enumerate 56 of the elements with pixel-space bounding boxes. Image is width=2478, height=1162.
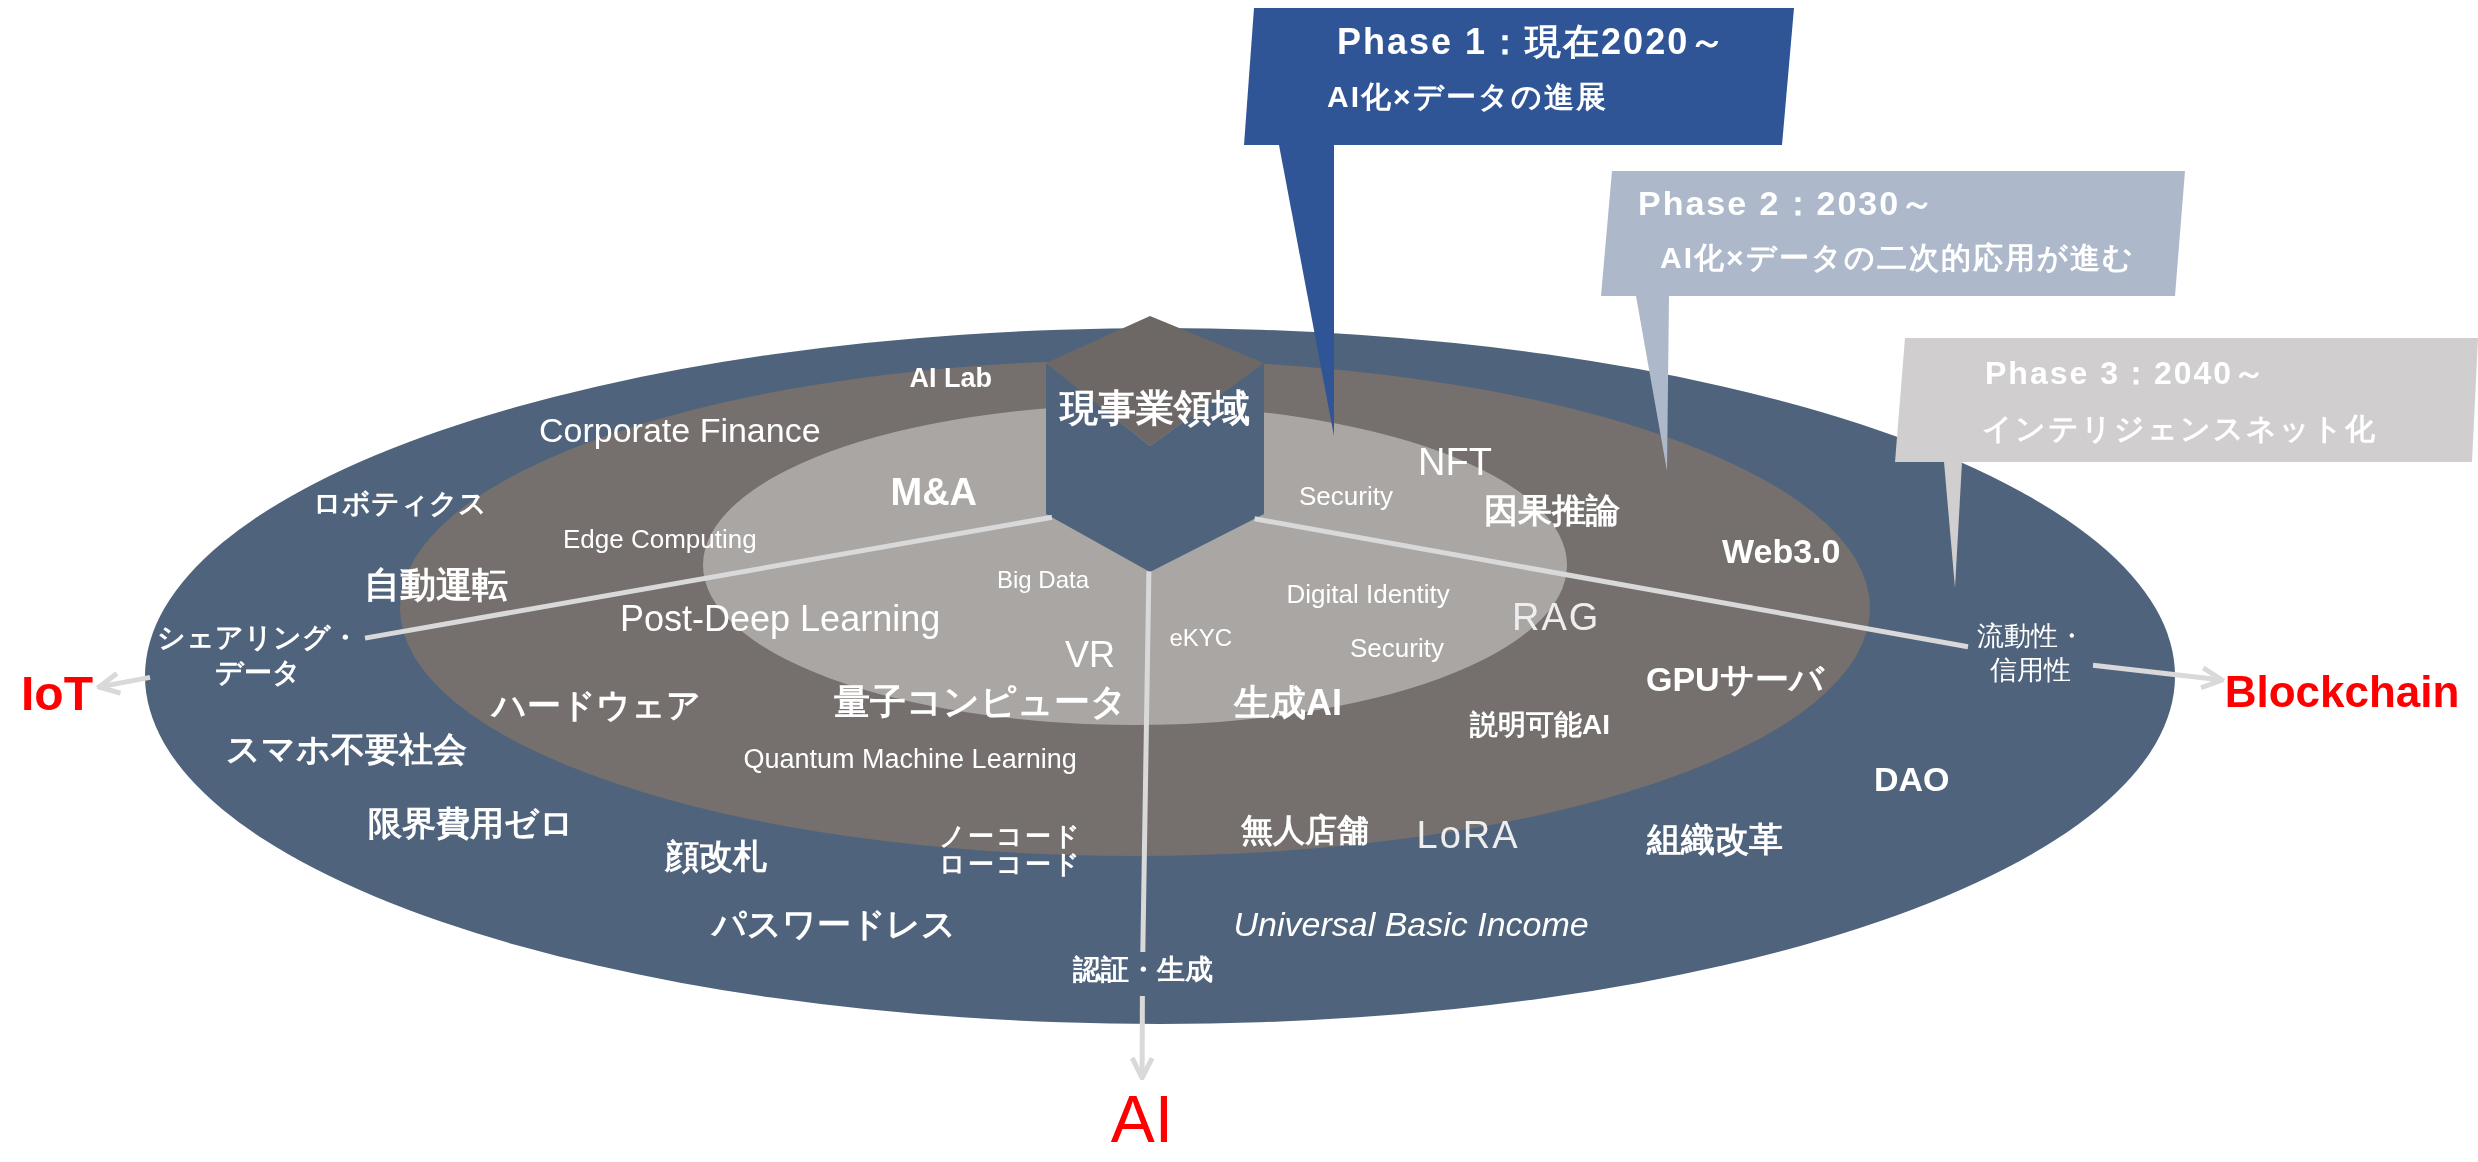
keyword-label: 自動運転 [364,565,508,605]
keyword-label: 顔改札 [665,837,767,875]
arrow [2092,662,2225,691]
connector-line [1140,571,1152,953]
keyword-label: スマホ不要社会 [225,730,467,768]
node-label: 現事業領域 [1058,388,1251,430]
callout-pointer [1636,296,1669,471]
axis-label: 流動性・信用性 [1968,620,2093,696]
keyword-label: Security [1350,633,1444,663]
callout-text: AI化×データの二次的応用が進む [1660,241,2135,274]
keyword-label: 限界費用ゼロ [368,804,574,842]
keyword-label: ロボティクス [313,488,487,520]
keyword-label: Edge Computing [563,524,757,554]
arrow [1129,996,1155,1081]
arrow [96,670,151,696]
keyword-label: Universal Basic Income [1233,905,1589,943]
axis-title: IoT [15,664,99,726]
axis-label: 認証・生成 [1060,952,1225,996]
callout-box [1895,338,2478,462]
keyword-label: VR [1065,635,1115,675]
keyword-label: Security [1299,481,1393,511]
keyword-label: パスワードレス [712,905,956,943]
callout-box [1601,171,2185,296]
keyword-label: 組織改革 [1647,820,1783,858]
keyword-label: eKYC [1169,625,1233,652]
connector-line [1254,516,1969,650]
callout-heading: Phase 1：現在2020～ [1337,22,1728,62]
callout-box [1244,8,1794,145]
callout-heading: Phase 2：2030～ [1638,185,1937,223]
keyword-label: ノーコードローコード [937,821,1083,879]
keyword-label: M&A [890,472,978,514]
keyword-label: 量子コンピュータ [833,682,1127,722]
callout-pointer [1279,145,1334,436]
keyword-label: Corporate Finance [539,411,821,449]
connector-line [364,514,1053,641]
keyword-label: RAG [1512,597,1601,639]
axis-title: AI [1092,1078,1192,1160]
axis-title: Blockchain [2222,664,2462,724]
keyword-label: 無人店舗 [1241,812,1369,848]
keyword-label: Digital Identity [1286,579,1450,609]
keyword-label: NFT [1418,442,1492,484]
callout-text: AI化×データの進展 [1327,80,1608,113]
keyword-label: Big Data [997,567,1090,594]
keyword-label: GPUサーバ [1646,660,1824,698]
keyword-label: Web3.0 [1722,532,1841,570]
keyword-label: Quantum Machine Learning [743,745,1077,775]
cube-shape [1046,316,1264,572]
keyword-label: 説明可能AI [1470,709,1610,741]
keyword-label: LoRA [1416,815,1520,857]
keyword-label: AI Lab [909,364,992,394]
keyword-label: 因果推論 [1484,491,1620,529]
keyword-label: ハードウェア [491,686,701,724]
keyword-label: DAO [1874,760,1950,798]
axis-label: シェアリング・データ [150,620,365,694]
keyword-label: 生成AI [1234,683,1342,723]
keyword-label: Post-Deep Learning [620,599,941,639]
